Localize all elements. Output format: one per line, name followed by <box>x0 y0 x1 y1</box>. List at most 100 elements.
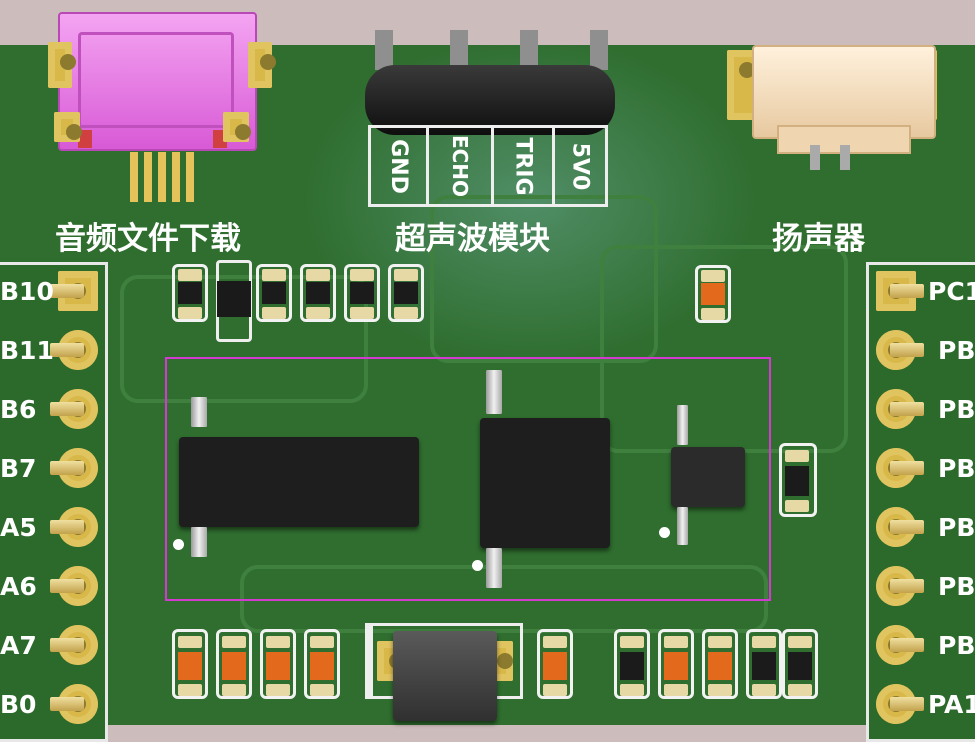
component-part <box>394 282 418 304</box>
pcb-board: GND ECHO TRIG 5V0 音频文件下载 超声波模块 扬声器 <box>0 12 975 742</box>
header-pin <box>50 520 84 534</box>
pin1-dot <box>472 560 483 571</box>
component-part <box>708 652 732 680</box>
component-part <box>788 636 812 648</box>
header-pin <box>890 579 924 593</box>
component-part <box>350 282 374 304</box>
component-part <box>178 652 202 680</box>
left-pin-strip <box>0 262 108 742</box>
header-pin-5v0: 5V0 <box>567 142 593 190</box>
header-pin <box>890 520 924 534</box>
board-detail <box>191 397 416 437</box>
component-part <box>262 307 286 319</box>
board-detail <box>486 548 596 592</box>
board-detail <box>450 30 468 70</box>
component-part <box>543 636 567 648</box>
component-part <box>266 684 290 696</box>
board-detail <box>78 32 234 128</box>
speaker-connector <box>722 35 942 175</box>
solder-pad <box>223 112 251 142</box>
header-pin <box>890 402 924 416</box>
component-part <box>620 652 644 680</box>
smd-component <box>216 629 252 699</box>
ic-lead <box>677 507 688 545</box>
header-pin <box>890 638 924 652</box>
board-detail <box>677 507 739 549</box>
pcb-trace <box>120 275 368 403</box>
component-part <box>701 270 725 282</box>
pcb-trace <box>430 195 658 363</box>
header-pin <box>50 461 84 475</box>
smd-component <box>658 629 694 699</box>
component-part <box>752 636 776 648</box>
solder-pad <box>248 42 276 88</box>
header-pin <box>50 284 84 298</box>
smd-component <box>344 264 380 322</box>
component-part <box>394 269 418 281</box>
solder-pad <box>54 112 82 142</box>
component-part <box>178 307 202 319</box>
board-detail <box>840 145 850 170</box>
ic-lead <box>191 527 207 557</box>
pin1-dot <box>659 527 670 538</box>
smd-component <box>388 264 424 322</box>
pin-header <box>360 25 620 185</box>
ic-soic8 <box>470 370 620 600</box>
header-pin <box>50 579 84 593</box>
component-part <box>310 684 334 696</box>
pin1-dot <box>173 539 184 550</box>
ic-body <box>179 437 419 527</box>
board-detail <box>365 65 615 135</box>
component-part <box>178 636 202 648</box>
header-pin <box>890 697 924 711</box>
smd-component <box>300 264 336 322</box>
smd-component <box>172 264 208 322</box>
pin-header-labels: GND ECHO TRIG 5V0 <box>368 125 608 207</box>
smd-component <box>172 629 208 699</box>
component-part <box>310 652 334 680</box>
component-part <box>664 684 688 696</box>
header-pin <box>50 697 84 711</box>
header-pin-gnd: GND <box>371 128 429 204</box>
component-part <box>262 269 286 281</box>
component-part <box>664 636 688 648</box>
board-detail <box>752 45 936 139</box>
capacitor-bottom-mid <box>537 629 573 699</box>
ic-msop8 <box>659 405 750 555</box>
component-part <box>701 308 725 320</box>
ic-body <box>480 418 610 548</box>
component-part <box>664 652 688 680</box>
header-pin <box>50 638 84 652</box>
component-part <box>178 269 202 281</box>
label-speaker: 扬声器 <box>772 221 865 257</box>
diode-b5819-small <box>216 260 252 342</box>
resistor-right-mid <box>779 443 817 517</box>
ic-lead <box>191 397 207 427</box>
smd-component <box>746 629 782 699</box>
resistor-row-top <box>168 260 428 342</box>
board-detail <box>375 30 393 70</box>
board-detail <box>810 145 820 170</box>
component-row-bottom-right <box>610 625 820 705</box>
component-part <box>222 652 246 680</box>
component-part <box>310 636 334 648</box>
header-pin <box>890 461 924 475</box>
capacitor-row-bottom <box>168 625 348 705</box>
component-part <box>262 282 286 304</box>
component-part <box>543 684 567 696</box>
component-part <box>266 652 290 680</box>
ic-lead <box>677 405 688 445</box>
component-part <box>222 636 246 648</box>
board-detail <box>486 370 596 420</box>
header-pin <box>50 402 84 416</box>
component-part <box>752 684 776 696</box>
component-part <box>785 466 809 496</box>
component-part <box>620 684 644 696</box>
component-part <box>222 684 246 696</box>
header-pin-trig: TRIG <box>494 128 556 204</box>
header-pin <box>890 343 924 357</box>
ic-lead <box>486 370 502 414</box>
smd-component <box>782 629 818 699</box>
ic-soic16 <box>173 397 425 597</box>
smd-component <box>260 629 296 699</box>
